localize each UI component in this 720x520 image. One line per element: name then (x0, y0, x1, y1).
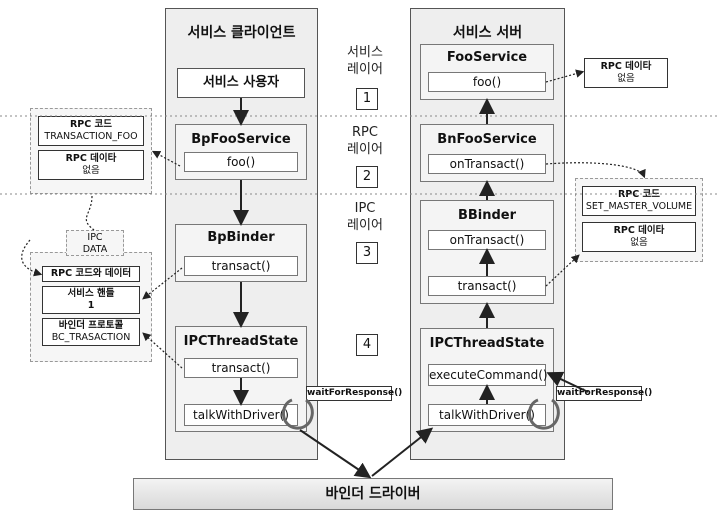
arrow-wait-to-execute (546, 371, 589, 393)
ipc-layer-label-line2: 레이어 (347, 218, 383, 233)
client-ipc-transact: transact() (184, 358, 298, 378)
ipc-row-service-handle: 서비스 핸들 1 (42, 286, 140, 314)
server-wait-loop-icon (528, 398, 560, 430)
arrow-driver-to-server (371, 427, 434, 477)
dotted-link-left-rpc-to-ipc-data-tail (21, 239, 43, 277)
layer-number-4: 4 (356, 334, 378, 356)
service-layer-label-line1: 서비스 (347, 45, 383, 60)
server-ipc-title: IPCThreadState (429, 336, 545, 351)
layer-number-2: 2 (356, 166, 378, 188)
server-title: 서비스 서버 (452, 25, 523, 41)
layer-number-1: 1 (356, 88, 378, 110)
bp-binder-method: transact() (184, 256, 298, 276)
client-ipc-title: IPCThreadState (183, 334, 299, 349)
right-top-rpc-data-title: RPC 데이타 (600, 61, 652, 72)
bn-foo-service-title: BnFooService (437, 132, 537, 147)
binder-driver-bar: 바인더 드라이버 (133, 478, 613, 510)
right-rpc-code-box: RPC 코드 SET_MASTER_VOLUME (582, 186, 696, 216)
ipc-layer-label: IPC 레이어 (335, 200, 395, 234)
ipc-row-rpc-code-data: RPC 코드와 데이터 (42, 266, 140, 282)
ipc-row-binder-protocol: 바인더 프로토콜 BC_TRASACTION (42, 318, 140, 346)
service-user-box: 서비스 사용자 (177, 68, 305, 98)
bn-foo-method: onTransact() (428, 154, 546, 174)
client-wait-loop-icon (282, 398, 314, 430)
left-rpc-code-value: TRANSACTION_FOO (44, 131, 138, 142)
rpc-layer-label: RPC 레이어 (335, 124, 395, 158)
client-talk-with-driver: talkWithDriver() (184, 404, 298, 426)
bp-binder-title: BpBinder (207, 230, 275, 245)
ipc-row-binder-protocol-line1: 바인더 프로토콜 (58, 320, 124, 331)
ipc-layer-label-line1: IPC (354, 201, 376, 216)
rpc-layer-label-line1: RPC (352, 125, 378, 140)
ipc-data-tab-line1: IPC (87, 232, 103, 243)
left-rpc-code-box: RPC 코드 TRANSACTION_FOO (38, 116, 144, 146)
dotted-link-bbinder-to-right-rpc (545, 254, 580, 287)
client-wait-for-response-label: waitForResponse() (306, 386, 402, 401)
bp-foo-method: foo() (184, 152, 298, 172)
left-rpc-data-value: 없음 (82, 165, 100, 176)
left-rpc-data-box: RPC 데이타 없음 (38, 150, 144, 180)
bbinder-transact: transact() (428, 276, 546, 296)
rpc-layer-label-line2: 레이어 (347, 142, 383, 157)
right-rpc-code-value: SET_MASTER_VOLUME (585, 201, 693, 212)
bbinder-title: BBinder (457, 208, 517, 223)
server-wait-for-response-label: waitForResponse() (556, 386, 652, 401)
bp-foo-service-title: BpFooService (191, 132, 291, 147)
right-rpc-code-title: RPC 코드 (617, 189, 661, 200)
ipc-data-tab-line2: DATA (82, 244, 108, 255)
ipc-row-service-handle-line1: 서비스 핸들 (67, 288, 115, 299)
dotted-link-left-rpc-to-ipc-data (85, 195, 95, 231)
dotted-link-ontransact-to-right-rpc (545, 162, 646, 179)
left-rpc-code-title: RPC 코드 (69, 119, 113, 130)
arrow-client-to-driver (299, 429, 372, 479)
bbinder-ontransact: onTransact() (428, 230, 546, 250)
foo-service-title: FooService (446, 50, 528, 65)
foo-service-method: foo() (428, 72, 546, 92)
right-top-rpc-data-box: RPC 데이타 없음 (584, 58, 668, 88)
dotted-link-foo-to-left-rpc (151, 150, 181, 167)
client-title: 서비스 클라이언트 (187, 25, 296, 41)
right-top-rpc-data-value: 없음 (617, 73, 635, 84)
ipc-row-binder-protocol-line2: BC_TRASACTION (51, 332, 131, 343)
ipc-data-tab: IPC DATA (66, 230, 124, 256)
dotted-link-ipc-to-protocol (142, 332, 183, 369)
dotted-link-transact-to-ipc-data (142, 267, 183, 300)
right-rpc-data-box: RPC 데이타 없음 (582, 222, 696, 252)
right-rpc-data-value: 없음 (630, 237, 648, 248)
ipc-row-service-handle-line2: 1 (87, 300, 95, 311)
layer-number-3: 3 (356, 242, 378, 264)
service-layer-label: 서비스 레이어 (335, 44, 395, 78)
dotted-link-foo-to-right-top (545, 69, 585, 83)
right-rpc-data-title: RPC 데이타 (613, 225, 665, 236)
left-rpc-data-title: RPC 데이타 (65, 153, 117, 164)
service-layer-label-line2: 레이어 (347, 62, 383, 77)
server-talk-with-driver: talkWithDriver() (428, 404, 546, 426)
